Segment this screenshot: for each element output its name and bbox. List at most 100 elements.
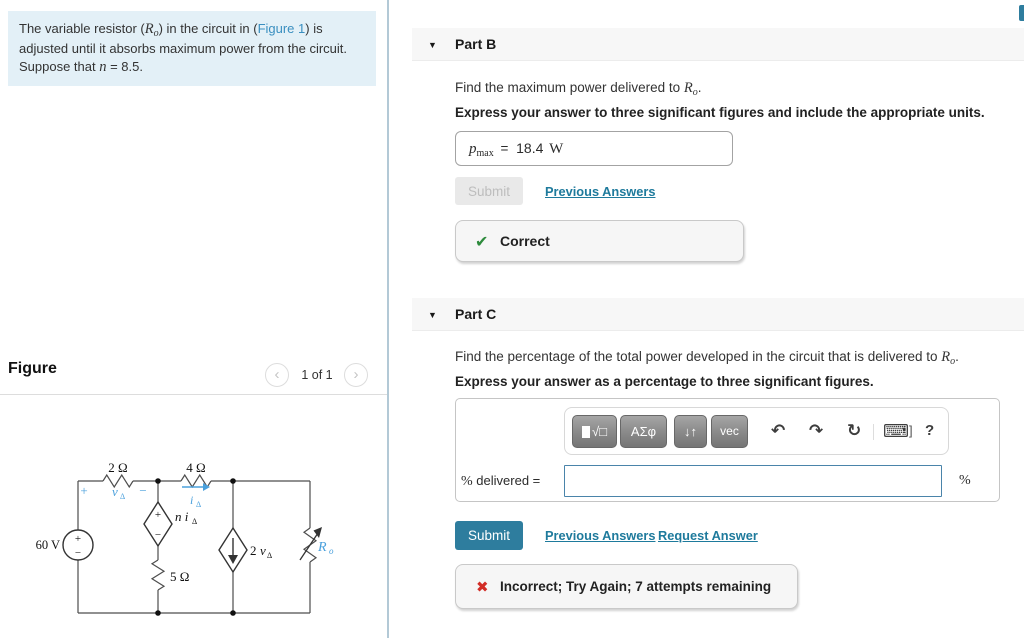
- part-c-feedback-incorrect: ✖ Incorrect; Try Again; 7 attempts remai…: [455, 564, 798, 609]
- ro-symbol: R: [317, 540, 327, 555]
- part-b-answer-unit: W: [549, 141, 564, 157]
- ro-sub: o: [329, 546, 334, 556]
- source-plus-sign: +: [75, 533, 81, 545]
- p-symbol: p: [469, 141, 477, 157]
- x-mark-icon: ✖: [476, 579, 489, 596]
- units-exponent-button[interactable]: ↓↑: [674, 415, 707, 448]
- part-c-title: Part C: [455, 306, 497, 322]
- dep1-label-sub: Δ: [192, 517, 197, 526]
- problem-panel: The variable resistor (Ro) in the circui…: [0, 0, 387, 638]
- collapse-icon[interactable]: ▼: [428, 40, 437, 50]
- part-b-prompt-period: .: [697, 80, 702, 95]
- resistor-2ohm-label: 2 Ω: [108, 460, 127, 475]
- toolbar-divider: [873, 424, 874, 440]
- vdelta-sub: Δ: [120, 492, 125, 501]
- part-c-previous-answers-link[interactable]: Previous Answers: [545, 528, 656, 543]
- dep2-v-symbol: v: [260, 543, 266, 558]
- redo-icon[interactable]: ↷: [809, 421, 824, 440]
- part-b-submit-button[interactable]: Submit: [455, 177, 523, 205]
- r-symbol: R: [941, 349, 951, 365]
- dependent-source-ni: [143, 500, 173, 548]
- keyboard-icon[interactable]: ⌨: [883, 421, 909, 441]
- panel-divider: [387, 0, 389, 638]
- part-c-answer-input[interactable]: [564, 465, 942, 497]
- reset-icon[interactable]: ↻: [847, 421, 862, 440]
- part-b-prompt: Find the maximum power delivered to Ro.: [455, 80, 701, 98]
- checkmark-icon: ✔: [475, 234, 489, 251]
- figure-heading: Figure: [8, 360, 57, 377]
- part-b-feedback-text: Correct: [500, 233, 550, 249]
- resistor-2ohm: [102, 473, 134, 489]
- chevron-right-icon: ›: [353, 366, 359, 383]
- circuit-figure: 60 V + − 2 Ω 4 Ω 5 Ω + − n i Δ 2 v Δ + v…: [36, 460, 334, 616]
- dep1-plus-sign: +: [155, 509, 161, 521]
- p-subscript: max: [476, 148, 494, 159]
- vdelta-symbol: v: [112, 484, 118, 499]
- equation-toolbar: √□ ΑΣφ ↓↑ vec ↶ ↷ ↻ ⌨ ] ?: [564, 407, 949, 455]
- math-templates-button[interactable]: √□: [572, 415, 617, 448]
- problem-text: ) in the circuit in (: [158, 21, 258, 36]
- current-arrow-2v-source: [228, 538, 238, 564]
- part-b-answer-box: pmax = 18.4 W: [455, 131, 733, 166]
- part-c-feedback-text: Incorrect; Try Again; 7 attempts remaini…: [500, 579, 772, 594]
- answer-panel: ▼ Part B Find the maximum power delivere…: [389, 0, 1024, 638]
- delivered-equals-label: delivered =: [476, 473, 541, 488]
- part-b-feedback-correct: ✔ Correct: [455, 220, 744, 262]
- variable-resistor-arrow: [299, 527, 322, 561]
- idelta-sub: Δ: [196, 500, 201, 509]
- r-symbol: R: [144, 21, 154, 37]
- r-symbol: R: [683, 80, 693, 96]
- node-dots: [155, 478, 236, 616]
- part-b-title: Part B: [455, 36, 497, 52]
- figure-divider: [0, 394, 387, 395]
- dep2-coeff: 2: [250, 543, 257, 558]
- problem-text: The variable resistor (: [19, 21, 145, 36]
- greek-symbols-button[interactable]: ΑΣφ: [620, 415, 667, 448]
- part-b-prompt-text: Find the maximum power delivered to: [455, 80, 684, 95]
- r-subscript: o: [950, 356, 956, 367]
- part-c-submit-button[interactable]: Submit: [455, 521, 523, 550]
- part-c-header[interactable]: ▼ Part C: [412, 298, 1024, 331]
- figure-1-link[interactable]: Figure 1: [257, 21, 306, 36]
- figure-prev-button[interactable]: ‹: [265, 363, 289, 387]
- part-c-prompt-text: Find the percentage of the total power d…: [455, 349, 942, 364]
- part-c-answer-area: √□ ΑΣφ ↓↑ vec ↶ ↷ ↻ ⌨ ] ? % delivered = …: [455, 398, 1000, 502]
- part-b-header[interactable]: ▼ Part B: [412, 28, 1024, 61]
- vdelta-minus-sign: −: [139, 483, 146, 498]
- dep1-minus-sign: −: [155, 529, 161, 541]
- source-minus-sign: −: [75, 547, 81, 559]
- part-c-instruction: Express your answer as a percentage to t…: [455, 374, 874, 389]
- chevron-left-icon: ‹: [274, 366, 280, 383]
- vector-button[interactable]: vec: [711, 415, 748, 448]
- percent-unit: %: [959, 473, 971, 488]
- part-b-previous-answers-link[interactable]: Previous Answers: [545, 184, 656, 199]
- part-c-answer-label: % delivered =: [461, 473, 540, 490]
- dep1-label: n i: [175, 509, 189, 524]
- part-b-answer-value: 18.4: [516, 140, 544, 156]
- problem-statement: The variable resistor (Ro) in the circui…: [8, 11, 376, 86]
- help-icon[interactable]: ?: [925, 422, 935, 439]
- r-subscript: o: [692, 87, 698, 98]
- part-b-instruction: Express your answer to three significant…: [455, 105, 985, 120]
- percent-symbol: %: [461, 474, 473, 489]
- voltage-source-60v: [62, 529, 94, 561]
- r-subscript: o: [153, 28, 159, 39]
- root-template-icon: √□: [592, 424, 607, 439]
- dep2-label-sub: Δ: [267, 551, 272, 560]
- part-c-request-answer-link[interactable]: Request Answer: [658, 528, 758, 543]
- undo-icon[interactable]: ↶: [771, 421, 786, 440]
- source-label: 60 V: [36, 538, 60, 552]
- collapse-icon[interactable]: ▼: [428, 310, 437, 320]
- idelta-symbol: i: [190, 493, 193, 507]
- problem-text: = 8.5.: [106, 58, 143, 74]
- equals-sign: =: [500, 141, 509, 156]
- scrollbar-thumb[interactable]: [1019, 5, 1024, 21]
- figure-next-button[interactable]: ›: [344, 363, 368, 387]
- vdelta-plus-sign: +: [80, 483, 87, 498]
- keyboard-bracket-icon: ]: [909, 423, 913, 438]
- problem-text: ) is adjusted until it absorbs maximum p…: [19, 21, 348, 74]
- resistor-5ohm: [150, 559, 166, 591]
- resistor-5ohm-label: 5 Ω: [170, 569, 189, 584]
- n-symbol: n: [99, 58, 107, 75]
